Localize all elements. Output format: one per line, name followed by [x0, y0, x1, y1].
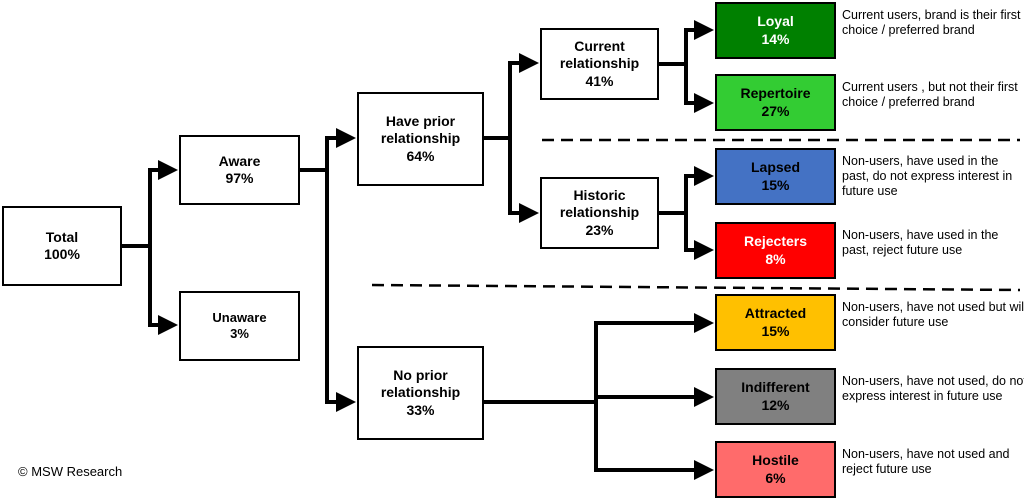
node-current: Current relationship 41% — [540, 28, 659, 100]
node-total-pct: 100% — [44, 246, 80, 262]
node-historic-pct: 23% — [585, 221, 614, 238]
connector-historic — [659, 176, 688, 250]
segment-attracted-pct: 15% — [761, 322, 790, 339]
node-unaware-label: Unaware — [212, 309, 267, 325]
node-aware-label: Aware — [218, 152, 261, 169]
node-total-label: Total — [45, 228, 79, 245]
node-total: Total 100% — [2, 206, 122, 286]
segment-repertoire-pct: 27% — [761, 102, 790, 119]
connector-current — [659, 30, 688, 103]
node-no-prior-label: No prior relationship — [380, 366, 461, 401]
connector-aware — [300, 138, 329, 402]
segment-rejecters-pct: 8% — [765, 250, 786, 267]
copyright-text: © MSW Research — [18, 464, 123, 479]
segment-repertoire-description: Current users , but not their first choi… — [842, 80, 1018, 109]
node-current-pct: 41% — [585, 72, 614, 89]
node-have-prior-label: Have prior relationship — [380, 112, 461, 147]
node-unaware: Unaware 3% — [179, 291, 300, 361]
segment-loyal-pct: 14% — [761, 30, 790, 47]
segment-lapsed-label: Lapsed — [750, 159, 800, 175]
segment-attracted-label: Attracted — [744, 305, 807, 321]
segment-hostile-pct: 6% — [765, 469, 786, 486]
segment-repertoire-label: Repertoire — [740, 85, 811, 101]
node-aware-pct: 97% — [225, 170, 254, 186]
segment-loyal-description: Current users, brand is their first choi… — [842, 8, 1021, 37]
node-historic-label: Historic relationship — [559, 186, 640, 221]
segment-rejecters-label: Rejecters — [743, 233, 808, 249]
node-no-prior-pct: 33% — [406, 401, 435, 418]
segment-loyal-label: Loyal — [757, 13, 794, 29]
node-have-prior: Have prior relationship 64% — [357, 92, 484, 186]
connector-no-prior — [484, 323, 598, 470]
node-historic: Historic relationship 23% — [540, 177, 659, 249]
connector-have-prior — [484, 63, 512, 213]
segment-indifferent-description: Non-users, have not used, do not express… — [842, 374, 1024, 403]
segment-lapsed-pct: 15% — [761, 176, 790, 193]
node-unaware-pct: 3% — [230, 326, 249, 341]
node-aware: Aware 97% — [179, 135, 300, 205]
node-no-prior: No prior relationship 33% — [357, 346, 484, 440]
node-have-prior-pct: 64% — [406, 147, 435, 164]
node-current-label: Current relationship — [559, 37, 640, 72]
segment-indifferent-label: Indifferent — [741, 379, 810, 395]
segment-indifferent-pct: 12% — [761, 396, 790, 413]
connector-total — [122, 170, 152, 325]
segment-lapsed-description: Non-users, have used in the past, do not… — [842, 154, 1013, 198]
segment-hostile-description: Non-users, have not used and reject futu… — [842, 447, 1010, 476]
segment-rejecters-description: Non-users, have used in the past, reject… — [842, 228, 999, 257]
segment-attracted-description: Non-users, have not used but will consid… — [842, 300, 1024, 329]
segment-hostile-label: Hostile — [752, 452, 799, 468]
divider-prior-noprior — [371, 283, 1021, 292]
